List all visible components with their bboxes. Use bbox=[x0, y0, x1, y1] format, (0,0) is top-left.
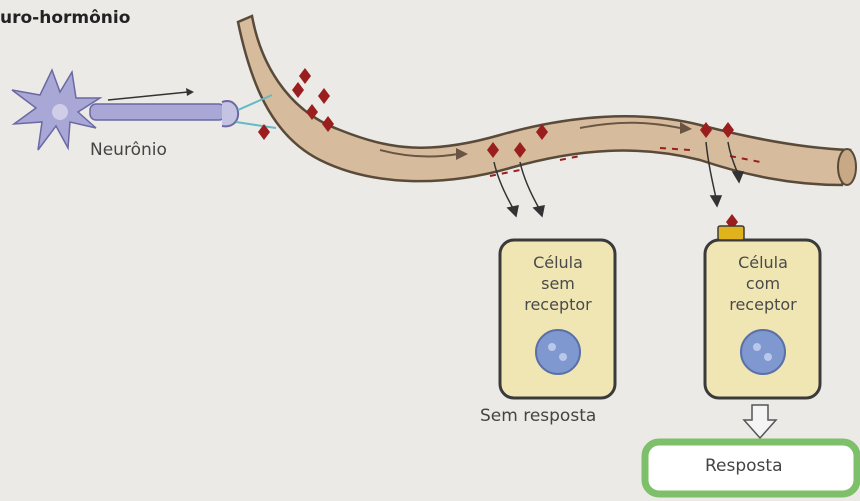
hormone-molecule bbox=[292, 82, 304, 98]
response-arrow bbox=[744, 405, 776, 438]
diagram-title: uro-hormônio bbox=[0, 8, 130, 28]
cell-left-line2: sem bbox=[503, 273, 613, 294]
cell-right-line3: receptor bbox=[708, 294, 818, 315]
hormone-molecule bbox=[299, 68, 311, 84]
receptor bbox=[718, 226, 744, 240]
neuron bbox=[12, 70, 276, 150]
response-label: Resposta bbox=[705, 456, 783, 476]
cell-left-label: Célula sem receptor bbox=[503, 252, 613, 315]
cell-right-label: Célula com receptor bbox=[708, 252, 818, 315]
blood-vessel bbox=[238, 16, 856, 185]
no-response-label: Sem resposta bbox=[480, 406, 596, 426]
cell-left-line3: receptor bbox=[503, 294, 613, 315]
neuron-label: Neurônio bbox=[90, 140, 167, 160]
cell-left-line1: Célula bbox=[503, 252, 613, 273]
cell-right-line2: com bbox=[708, 273, 818, 294]
hormone-molecule bbox=[318, 88, 330, 104]
cell-right-line1: Célula bbox=[708, 252, 818, 273]
